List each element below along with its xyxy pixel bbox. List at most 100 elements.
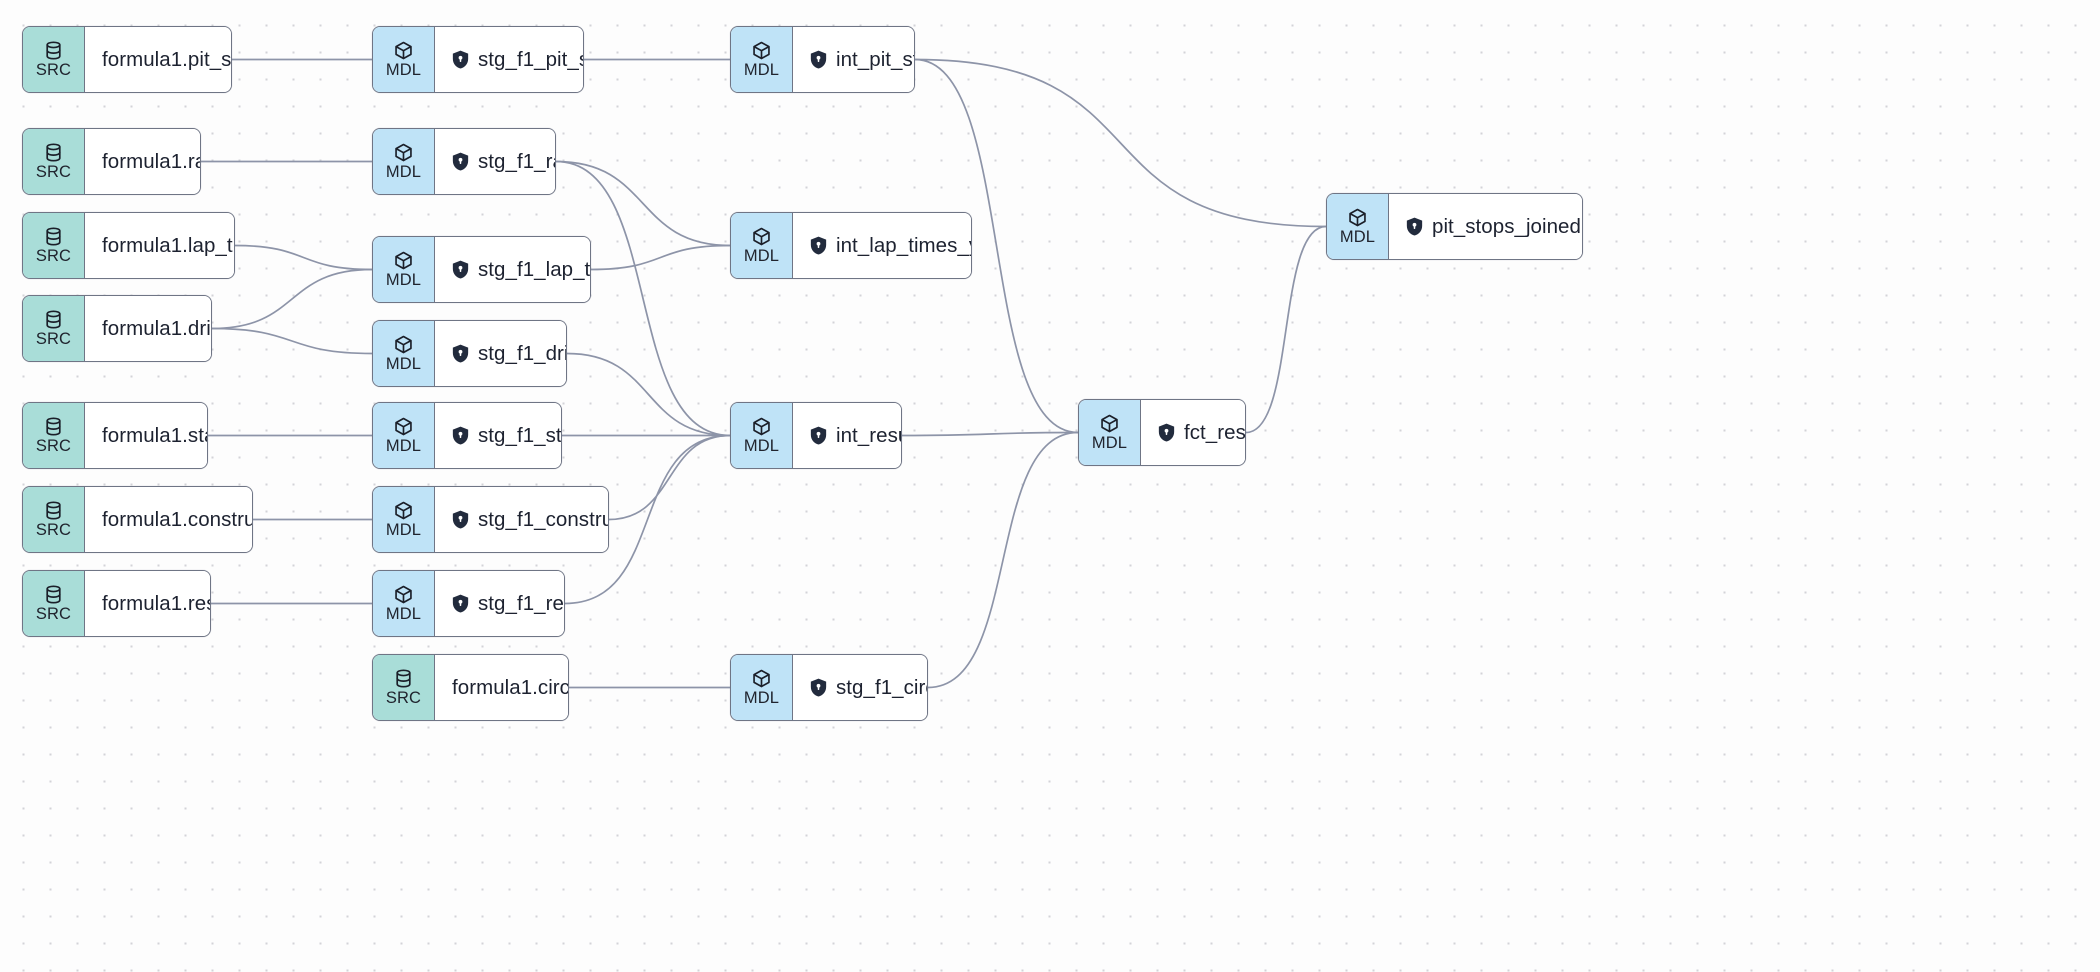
node-type-label: SRC bbox=[35, 329, 72, 348]
node-label: stg_f1_constructors bbox=[478, 507, 609, 531]
shield-lock-icon bbox=[810, 426, 827, 445]
node-label: formula1.pit_stops bbox=[102, 47, 232, 71]
node-src_pit_stops[interactable]: SRC formula1.pit_stops bbox=[22, 26, 232, 93]
database-icon bbox=[43, 500, 64, 521]
shield-lock-icon bbox=[452, 260, 469, 279]
node-label: formula1.constructors bbox=[102, 507, 252, 531]
shield-lock-icon bbox=[452, 152, 469, 171]
node-stg_results[interactable]: MDL stg_f1_results bbox=[372, 570, 565, 637]
database-icon bbox=[43, 40, 64, 61]
cube-icon bbox=[393, 584, 414, 605]
node-type-label: SRC bbox=[35, 246, 72, 265]
node-type-badge-src: SRC bbox=[23, 403, 85, 468]
node-type-label: MDL bbox=[385, 60, 422, 79]
node-type-badge-mdl: MDL bbox=[731, 403, 793, 468]
node-src_results[interactable]: SRC formula1.results bbox=[22, 570, 211, 637]
node-type-label: SRC bbox=[385, 688, 422, 707]
node-src_status[interactable]: SRC formula1.status bbox=[22, 402, 208, 469]
edge-src_lap_times-to-stg_lap_times bbox=[234, 244, 373, 271]
database-icon bbox=[43, 584, 64, 605]
shield-lock-icon bbox=[810, 50, 827, 69]
shield-lock-icon bbox=[452, 594, 469, 613]
node-type-badge-mdl: MDL bbox=[731, 213, 793, 278]
node-stg_races[interactable]: MDL stg_f1_races bbox=[372, 128, 556, 195]
node-type-badge-mdl: MDL bbox=[373, 129, 435, 194]
database-icon bbox=[393, 668, 414, 689]
node-type-badge-src: SRC bbox=[23, 27, 85, 92]
database-icon bbox=[43, 309, 64, 330]
node-type-label: MDL bbox=[385, 604, 422, 623]
cube-icon bbox=[1347, 207, 1368, 228]
node-label: fct_results bbox=[1184, 420, 1246, 444]
database-icon bbox=[43, 416, 64, 437]
edge-src_drivers-to-stg_lap_times bbox=[211, 268, 373, 330]
node-type-badge-src: SRC bbox=[23, 487, 85, 552]
node-label: stg_f1_results bbox=[478, 591, 564, 615]
node-src_races[interactable]: SRC formula1.races bbox=[22, 128, 201, 195]
node-src_constructors[interactable]: SRC formula1.constructors bbox=[22, 486, 253, 553]
node-type-badge-mdl: MDL bbox=[373, 27, 435, 92]
node-label: stg_f1_races bbox=[478, 149, 555, 173]
cube-icon bbox=[751, 416, 772, 437]
node-body: stg_f1_lap_times bbox=[435, 237, 590, 302]
node-body: formula1.drivers bbox=[85, 296, 211, 361]
cube-icon bbox=[393, 40, 414, 61]
node-type-badge-mdl: MDL bbox=[731, 655, 793, 720]
node-label: formula1.results bbox=[102, 591, 210, 615]
node-label: formula1.lap_times bbox=[102, 233, 234, 257]
shield-lock-icon bbox=[810, 678, 827, 697]
edge-int_pit_stops-to-pit_stops_joined bbox=[914, 58, 1327, 228]
node-body: formula1.lap_times bbox=[85, 213, 234, 278]
node-stg_constructors[interactable]: MDL stg_f1_constructors bbox=[372, 486, 609, 553]
edge-int_results-to-fct_results bbox=[901, 431, 1079, 437]
cube-icon bbox=[393, 250, 414, 271]
cube-icon bbox=[393, 334, 414, 355]
node-type-label: SRC bbox=[35, 604, 72, 623]
shield-lock-icon bbox=[1406, 217, 1423, 236]
node-body: stg_f1_results bbox=[435, 571, 564, 636]
node-type-label: SRC bbox=[35, 162, 72, 181]
node-stg_circuits[interactable]: MDL stg_f1_circuits bbox=[730, 654, 928, 721]
node-label: formula1.races bbox=[102, 149, 200, 173]
node-body: stg_f1_constructors bbox=[435, 487, 609, 552]
node-type-label: SRC bbox=[35, 520, 72, 539]
node-type-badge-mdl: MDL bbox=[373, 487, 435, 552]
node-src_lap_times[interactable]: SRC formula1.lap_times bbox=[22, 212, 235, 279]
node-label: stg_f1_circuits bbox=[836, 675, 927, 699]
database-icon bbox=[43, 142, 64, 163]
cube-icon bbox=[393, 142, 414, 163]
node-type-badge-src: SRC bbox=[23, 571, 85, 636]
node-label: formula1.status bbox=[102, 423, 207, 447]
cube-icon bbox=[751, 226, 772, 247]
node-stg_pit_stops[interactable]: MDL stg_f1_pit_stops bbox=[372, 26, 584, 93]
node-stg_lap_times[interactable]: MDL stg_f1_lap_times bbox=[372, 236, 591, 303]
node-type-badge-src: SRC bbox=[23, 129, 85, 194]
node-body: stg_f1_races bbox=[435, 129, 555, 194]
node-body: int_lap_times_years bbox=[793, 213, 971, 278]
node-label: formula1.drivers bbox=[102, 316, 211, 340]
node-src_drivers[interactable]: SRC formula1.drivers bbox=[22, 295, 212, 362]
node-type-label: MDL bbox=[743, 60, 780, 79]
node-type-badge-src: SRC bbox=[23, 296, 85, 361]
node-label: stg_f1_pit_stops bbox=[478, 47, 583, 71]
shield-lock-icon bbox=[1158, 423, 1175, 442]
node-type-label: MDL bbox=[385, 270, 422, 289]
node-label: stg_f1_status bbox=[478, 423, 562, 447]
node-src_circuits[interactable]: SRC formula1.circuits bbox=[372, 654, 569, 721]
shield-lock-icon bbox=[452, 510, 469, 529]
edge-src_drivers-to-stg_drivers bbox=[211, 327, 373, 355]
edge-stg_races-to-int_lap_times_years bbox=[555, 160, 731, 247]
shield-lock-icon bbox=[452, 50, 469, 69]
edge-stg_constructors-to-int_results bbox=[608, 434, 731, 521]
node-body: formula1.pit_stops bbox=[85, 27, 232, 92]
edge-stg_circuits-to-fct_results bbox=[927, 431, 1079, 689]
node-body: formula1.circuits bbox=[435, 655, 568, 720]
